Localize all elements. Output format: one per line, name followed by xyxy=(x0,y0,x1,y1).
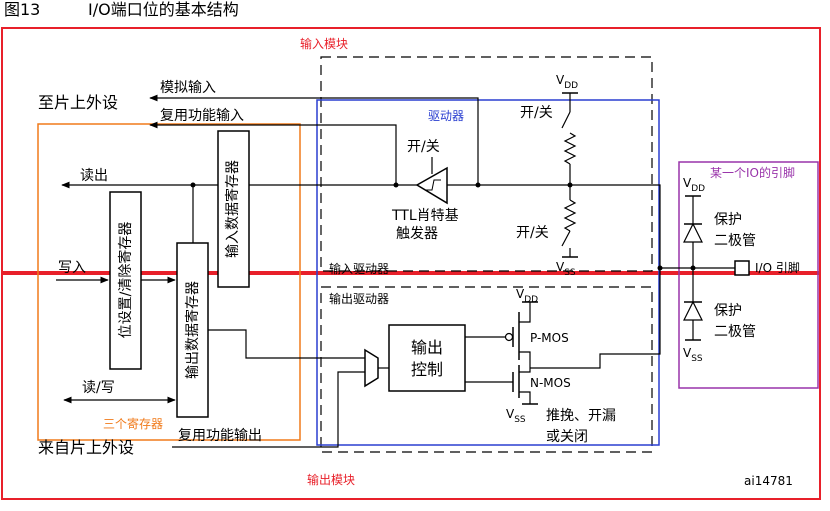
schmitt-switch-label: 开/关 xyxy=(407,139,440,155)
driver-frame xyxy=(316,99,660,446)
reference-id: ai14781 xyxy=(744,474,793,488)
output-mode-line2: 或关闭 xyxy=(546,429,588,445)
pullup-resistor xyxy=(563,132,577,165)
output-mode-line1: 推挽、开漏 xyxy=(546,408,616,424)
write-in-label: 写入 xyxy=(58,260,86,276)
pulldown-resistor xyxy=(563,199,577,232)
read-write-label: 读/写 xyxy=(82,379,115,396)
output-control-line2: 控制 xyxy=(411,360,443,379)
input-module-label: 输入模块 xyxy=(300,36,348,51)
pullup-switch-blade xyxy=(561,111,571,129)
nmos-source xyxy=(519,391,531,404)
vss-pulldown-sub: SS xyxy=(564,268,576,278)
junction-dot xyxy=(190,182,196,188)
input-data-register-label: 输入数据寄存器 xyxy=(224,160,241,258)
vdd-pullup-v: V xyxy=(556,73,565,87)
bit-set-reset-register-label: 位设置/清除寄存器 xyxy=(117,222,134,339)
pmos-label: P-MOS xyxy=(530,331,569,345)
upper-protection-line1: 保护 xyxy=(714,212,742,228)
output-control-line1: 输出 xyxy=(411,338,443,357)
pulldown-switch-blade xyxy=(561,230,571,247)
output-module-label: 输出模块 xyxy=(307,472,355,487)
pmos-drain xyxy=(519,351,531,368)
vdd-pmos-label: VDD xyxy=(516,287,538,305)
schmitt-symbol xyxy=(425,179,441,191)
odr-to-mux-line xyxy=(208,329,365,359)
analog-input-label: 模拟输入 xyxy=(160,80,216,96)
ttl-schmitt-line1: TTL肖特基 xyxy=(391,207,459,224)
vdd-pmos-v: V xyxy=(516,287,525,301)
vdd-diode-label: VDD xyxy=(683,176,705,194)
vss-nmos-sub: SS xyxy=(514,415,526,425)
alt-func-output-label: 复用功能输出 xyxy=(178,427,262,444)
pmos-gate-bubble xyxy=(504,332,514,342)
from-onchip-peripheral-label: 来自片上外设 xyxy=(38,438,134,457)
input-driver-box xyxy=(320,56,653,272)
vdd-pullup-sub: DD xyxy=(564,81,578,91)
input-node-to-pin-line xyxy=(570,184,661,268)
alt-func-output-line xyxy=(172,371,365,448)
output-driver-label: 输出驱动器 xyxy=(329,291,389,306)
vdd-pmos-sub: DD xyxy=(524,295,538,305)
vss-diode-v: V xyxy=(683,346,692,360)
lower-protection-diode xyxy=(683,300,703,321)
pullup-switch-label: 开/关 xyxy=(520,105,553,121)
lower-protection-line2: 二极管 xyxy=(714,324,756,340)
three-registers-frame xyxy=(37,123,301,441)
vdd-diode-v: V xyxy=(683,176,692,190)
nmos-label: N-MOS xyxy=(530,376,571,390)
pulldown-switch-label: 开/关 xyxy=(516,225,549,241)
output-driver-box xyxy=(320,286,653,453)
vss-diode-sub: SS xyxy=(691,354,703,364)
bit-set-reset-register xyxy=(109,191,142,370)
read-out-label: 读出 xyxy=(80,167,108,184)
lower-protection-line1: 保护 xyxy=(714,303,742,319)
three-registers-label: 三个寄存器 xyxy=(103,416,163,431)
vss-nmos-label: VSS xyxy=(506,407,526,425)
io-pin-region-label: 某一个IO的引脚 xyxy=(710,165,795,180)
vdd-diode-sub: DD xyxy=(691,184,705,194)
output-control-block xyxy=(388,324,466,392)
vss-diode-label: VSS xyxy=(683,346,703,364)
input-driver-label: 输入驱动器 xyxy=(329,261,389,276)
vss-pulldown-v: V xyxy=(556,260,565,274)
figure-title: I/O端口位的基本结构 xyxy=(88,0,239,19)
output-mux xyxy=(364,348,379,388)
alt-func-input-line xyxy=(149,121,397,185)
io-pin-frame xyxy=(678,161,819,389)
junction-dot xyxy=(475,182,481,188)
ttl-schmitt-line2: 触发器 xyxy=(396,226,438,242)
figure-number: 图13 xyxy=(4,0,40,19)
output-node-to-pin-line xyxy=(530,268,661,369)
output-module-frame xyxy=(1,271,821,500)
nmos-drain xyxy=(519,368,531,373)
output-data-register-label: 输出数据寄存器 xyxy=(184,281,201,379)
alt-func-input-label: 复用功能输入 xyxy=(160,107,244,124)
junction-dot xyxy=(657,265,663,271)
driver-label: 驱动器 xyxy=(428,109,464,123)
vss-pulldown-label: VSS xyxy=(556,260,576,278)
vss-nmos-v: V xyxy=(506,407,515,421)
ttl-schmitt-trigger xyxy=(415,166,448,205)
io-pin-pad xyxy=(734,260,750,276)
vdd-pullup-label: VDD xyxy=(556,73,578,91)
input-module-frame xyxy=(1,27,821,275)
io-pin-label: I/O 引脚 xyxy=(755,260,800,275)
to-onchip-peripheral-label: 至片上外设 xyxy=(38,93,118,112)
analog-input-line xyxy=(149,94,479,185)
upper-protection-diode xyxy=(683,222,703,243)
pmos-source xyxy=(519,312,531,323)
junction-dot xyxy=(393,182,399,188)
upper-protection-line2: 二极管 xyxy=(714,233,756,249)
input-data-register xyxy=(217,130,250,288)
